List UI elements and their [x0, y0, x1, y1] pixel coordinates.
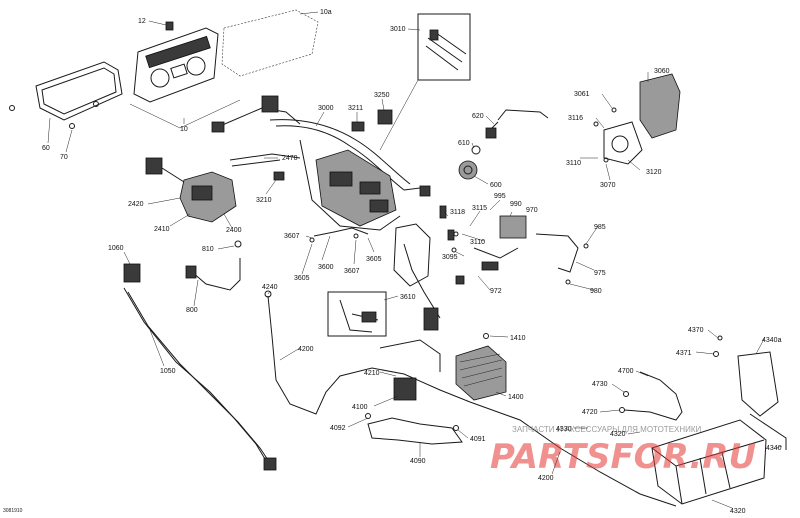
top-right-module-group — [593, 73, 681, 165]
callout-3250: 3250 — [374, 92, 390, 99]
sensor-group — [458, 109, 549, 180]
callout-2420: 2420 — [128, 201, 144, 208]
sensor-800-group — [185, 240, 242, 291]
callout-610: 610 — [458, 140, 470, 147]
callout-980: 980 — [590, 288, 602, 295]
callout-3210: 3210 — [256, 197, 272, 204]
callout-3120: 3120 — [646, 169, 662, 176]
callout-4320-bottom: 4320 — [730, 508, 746, 515]
callout-2410: 2410 — [154, 226, 170, 233]
ground-cable-group — [619, 371, 683, 421]
callout-4091: 4091 — [470, 436, 486, 443]
solenoid-4100 — [365, 307, 463, 445]
callout-3116: 3116 — [568, 115, 583, 122]
callout-975: 975 — [594, 270, 606, 277]
wire-3600 — [313, 227, 369, 237]
callout-4330: 4330 — [556, 426, 572, 433]
regulator-1400 — [455, 333, 507, 401]
callout-3060: 3060 — [654, 68, 670, 75]
main-harness-group — [211, 95, 441, 319]
inset-3010 — [379, 13, 471, 151]
left-cable-group — [123, 263, 277, 471]
callout-995: 995 — [494, 193, 506, 200]
callout-1050: 1050 — [160, 368, 176, 375]
callout-3000: 3000 — [318, 105, 334, 112]
callout-800: 800 — [186, 307, 198, 314]
callout-4210: 4210 — [364, 370, 380, 377]
callout-10a: 10a — [320, 9, 332, 16]
callout-3110-mid: 3110 — [470, 239, 485, 246]
callout-990: 990 — [510, 201, 522, 208]
callout-3118: 3118 — [450, 209, 465, 216]
reference-code: 3081910 — [3, 508, 23, 514]
callout-4700: 4700 — [618, 368, 634, 375]
callout-3070: 3070 — [600, 182, 616, 189]
callout-3110-top: 3110 — [566, 160, 581, 167]
callout-1060: 1060 — [108, 245, 124, 252]
leader-lines — [47, 11, 783, 509]
callout-3607-right: 3607 — [344, 268, 360, 275]
callout-3211: 3211 — [348, 105, 363, 112]
callout-4371: 4371 — [676, 350, 692, 357]
callout-3605-right: 3605 — [366, 256, 382, 263]
callout-4100: 4100 — [352, 404, 368, 411]
callout-620: 620 — [472, 113, 484, 120]
callout-600: 600 — [490, 182, 502, 189]
switch-pack-group — [145, 153, 301, 223]
watermark-tagline: ЗАПЧАСТИ И АКСЕССУАРЫ ДЛЯ МОТОТЕХНИКИ — [512, 425, 702, 434]
callout-985: 985 — [594, 224, 606, 231]
gauge-cluster-group — [9, 9, 319, 129]
callout-2400: 2400 — [226, 227, 242, 234]
callout-3610: 3610 — [400, 294, 416, 301]
callout-70: 70 — [60, 154, 68, 161]
relay-bracket-group — [439, 205, 589, 285]
callout-12: 12 — [138, 18, 146, 25]
callout-3010: 3010 — [390, 26, 406, 33]
callout-3600: 3600 — [318, 264, 334, 271]
callout-4200-mid: 4200 — [298, 346, 314, 353]
inset-3610 — [327, 291, 387, 337]
callout-3605-left: 3605 — [294, 275, 310, 282]
callout-4730: 4730 — [592, 381, 608, 388]
callout-3061: 3061 — [574, 91, 590, 98]
callout-3095: 3095 — [442, 254, 458, 261]
callout-810: 810 — [202, 246, 214, 253]
callout-4320-mid: 4320 — [610, 431, 626, 438]
callout-4340: 4340 — [766, 445, 782, 452]
callout-972: 972 — [490, 288, 502, 295]
callout-4200-bottom: 4200 — [538, 475, 554, 482]
callout-4240: 4240 — [262, 284, 278, 291]
battery-group — [651, 335, 787, 505]
callout-4370: 4370 — [688, 327, 704, 334]
callout-10: 10 — [180, 126, 188, 133]
callout-60: 60 — [42, 145, 50, 152]
callout-1400: 1400 — [508, 394, 524, 401]
callout-1410: 1410 — [510, 335, 526, 342]
callout-4340a: 4340a — [762, 337, 782, 344]
callout-970: 970 — [526, 207, 538, 214]
callout-3607-left: 3607 — [284, 233, 300, 240]
callout-2470: 2470 — [282, 155, 298, 162]
watermark-logo: PARTSFOR.RU — [490, 437, 756, 477]
callout-4092: 4092 — [330, 425, 346, 432]
callout-labels: 12 10a 10 60 70 3010 3000 3211 3250 620 … — [42, 9, 782, 515]
callout-4720: 4720 — [582, 409, 598, 416]
callout-3115: 3115 — [472, 205, 487, 212]
callout-4090: 4090 — [410, 458, 426, 465]
